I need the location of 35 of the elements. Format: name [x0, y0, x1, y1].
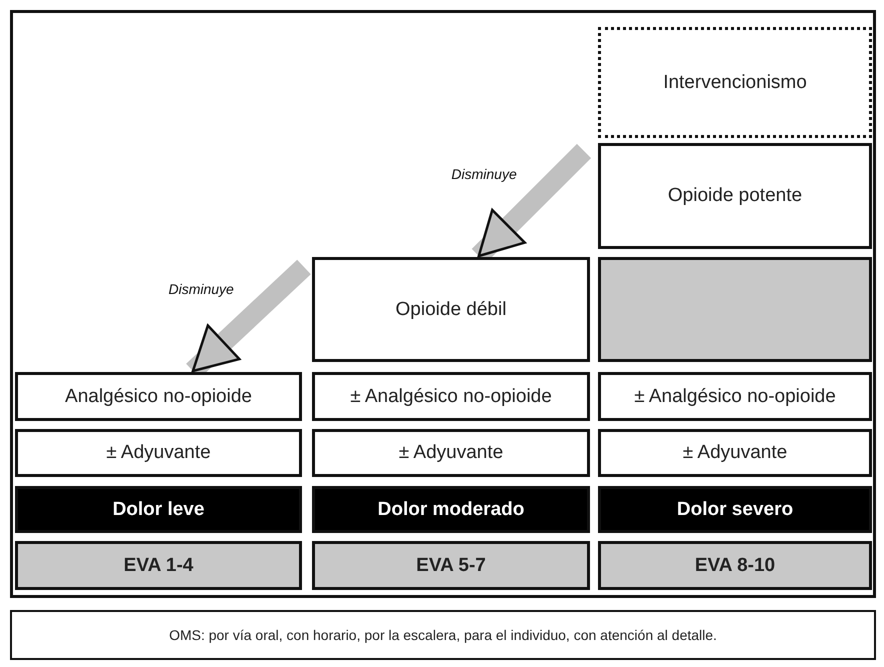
treatment-label: Opioide débil — [396, 298, 506, 320]
note-text: OMS: por vía oral, con horario, por la escalera, para el individuo, con atención al detalle. — [169, 627, 717, 643]
treatment-label: ± Adyuvante — [398, 442, 504, 464]
scale-box — [312, 541, 590, 590]
treatment-box — [15, 429, 302, 477]
treatment-box — [312, 257, 590, 362]
treatment-box — [312, 429, 590, 477]
treatment-box — [598, 143, 872, 249]
treatment-box — [312, 372, 590, 421]
pain-level-box — [312, 486, 590, 533]
edge-label: Disminuye — [168, 281, 234, 297]
treatment-label: ± Adyuvante — [682, 442, 788, 464]
empty-box — [598, 257, 872, 362]
pain-level-box — [598, 486, 872, 533]
level-label: EVA 8-10 — [694, 554, 776, 576]
treatment-box — [598, 27, 872, 138]
level-label: Dolor leve — [112, 498, 204, 520]
scale-box — [15, 541, 302, 590]
level-label: Dolor moderado — [378, 498, 524, 520]
treatment-label: Opioide potente — [668, 185, 802, 207]
treatment-box — [15, 372, 302, 421]
treatment-label: Analgésico no-opioide — [65, 386, 252, 408]
level-label: EVA 5-7 — [416, 554, 486, 576]
treatment-box — [598, 372, 872, 421]
pain-level-box — [15, 486, 302, 533]
treatment-label: ± Analgésico no-opioide — [634, 386, 836, 408]
level-label: EVA 1-4 — [124, 554, 194, 576]
treatment-label: ± Adyuvante — [106, 442, 211, 464]
treatment-box — [598, 429, 872, 477]
edge-label: Disminuye — [451, 166, 517, 182]
treatment-label: ± Analgésico no-opioide — [350, 386, 552, 408]
treatment-label: Intervencionismo — [663, 72, 807, 94]
level-label: Dolor severo — [676, 498, 794, 520]
scale-box — [598, 541, 872, 590]
note-box — [10, 610, 876, 660]
